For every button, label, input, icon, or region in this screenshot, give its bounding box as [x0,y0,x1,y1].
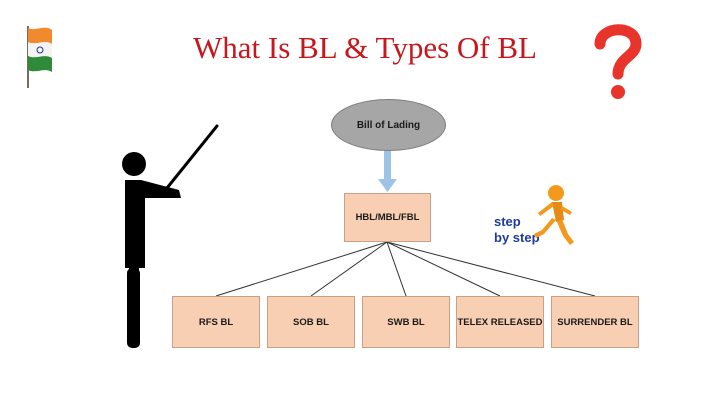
slide-title: What Is BL & Types Of BL [193,30,537,65]
root-node-bill-of-lading: Bill of Lading [331,99,446,151]
step-by-step-label: step by step [494,214,540,246]
teacher-pointer-icon [122,124,219,348]
question-mark-icon [594,24,642,99]
leaf-node-telex-released: TELEX RELEASED [456,296,544,348]
step-label-line-2: by step [494,230,540,245]
leaf-node-surrender-bl: SURRENDER BL [551,296,639,348]
connector-swb [386,241,407,297]
middle-node-hbl-mbl-fbl: HBL/MBL/FBL [344,193,431,242]
walking-figure-icon [534,185,574,245]
leaf-node-rfs-bl: RFS BL [172,296,260,348]
leaf-node-sob-bl: SOB BL [267,296,355,348]
leaf-node-swb-bl: SWB BL [362,296,450,348]
root-to-middle-arrow [378,149,397,192]
connector-surrender [386,241,596,297]
connector-rfs [215,241,388,297]
connector-telex [386,241,501,297]
connector-sob [310,241,388,297]
india-flag-icon [27,26,52,88]
step-label-line-1: step [494,214,521,229]
